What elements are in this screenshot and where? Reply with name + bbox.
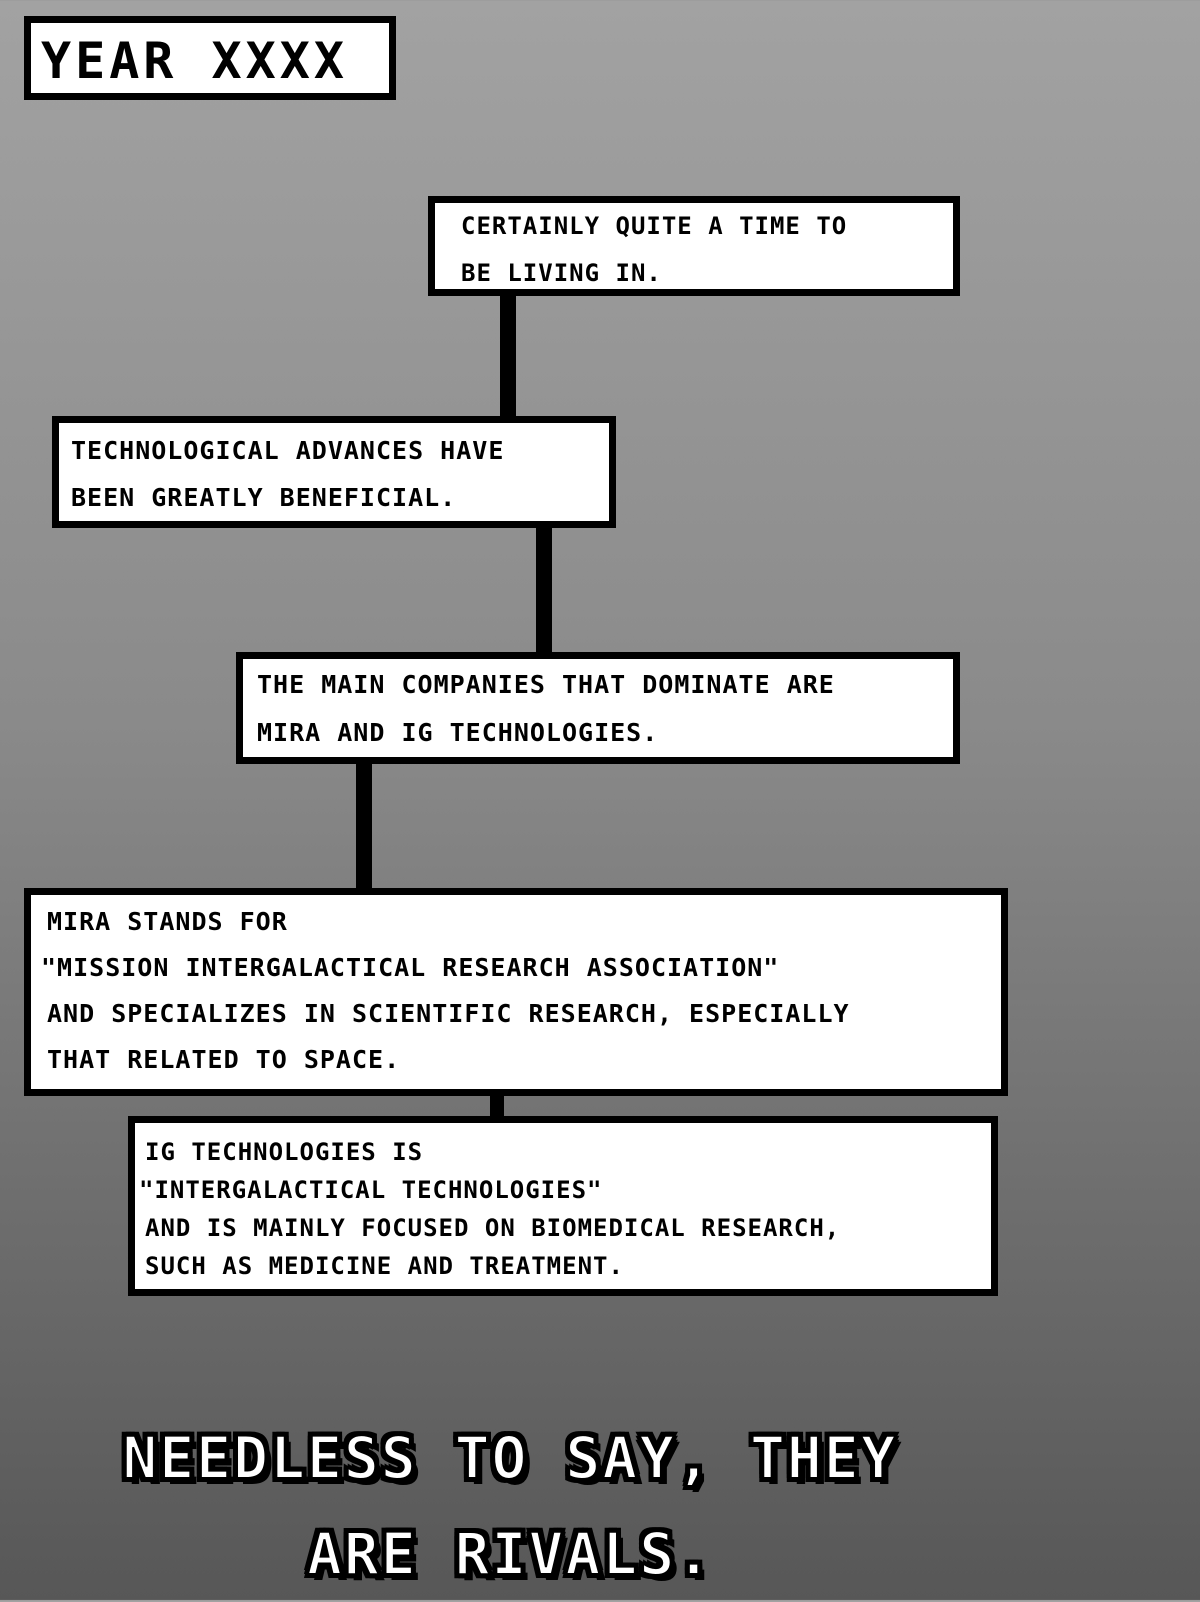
caption-line: ARE RIVALS. bbox=[306, 1519, 714, 1589]
narration-box-mira: MIRA STANDS FOR "MISSION INTERGALACTICAL… bbox=[24, 888, 1008, 1096]
closing-caption: NEEDLESS TO SAY, THEY ARE RIVALS. bbox=[80, 1410, 940, 1602]
narration-box-ig-technologies: IG TECHNOLOGIES IS "INTERGALACTICAL TECH… bbox=[128, 1116, 998, 1296]
narration-line: SUCH AS MEDICINE AND TREATMENT. bbox=[145, 1252, 624, 1280]
narration-line: THE MAIN COMPANIES THAT DOMINATE ARE bbox=[257, 670, 835, 699]
connector-line bbox=[536, 526, 552, 654]
connector-line bbox=[356, 762, 372, 890]
narration-line: THAT RELATED TO SPACE. bbox=[47, 1045, 401, 1074]
connector-line bbox=[500, 294, 516, 418]
narration-line: CERTAINLY QUITE A TIME TO bbox=[461, 212, 848, 240]
narration-line: "MISSION INTERGALACTICAL RESEARCH ASSOCI… bbox=[41, 953, 780, 982]
narration-line: TECHNOLOGICAL ADVANCES HAVE bbox=[71, 436, 505, 465]
narration-box-companies: THE MAIN COMPANIES THAT DOMINATE ARE MIR… bbox=[236, 652, 960, 764]
year-title-box: YEAR XXXX bbox=[24, 16, 396, 100]
connector-line bbox=[490, 1094, 504, 1118]
narration-line: AND IS MAINLY FOCUSED ON BIOMEDICAL RESE… bbox=[145, 1214, 841, 1242]
narration-line: BEEN GREATLY BENEFICIAL. bbox=[71, 483, 457, 512]
narration-line: MIRA AND IG TECHNOLOGIES. bbox=[257, 718, 659, 747]
narration-line: IG TECHNOLOGIES IS bbox=[145, 1138, 424, 1166]
narration-box-technology: TECHNOLOGICAL ADVANCES HAVE BEEN GREATLY… bbox=[52, 416, 616, 528]
narration-line: BE LIVING IN. bbox=[461, 259, 662, 287]
narration-line: "INTERGALACTICAL TECHNOLOGIES" bbox=[139, 1176, 603, 1204]
narration-line: MIRA STANDS FOR bbox=[47, 907, 288, 936]
caption-line: NEEDLESS TO SAY, THEY bbox=[121, 1423, 898, 1493]
year-title: YEAR XXXX bbox=[41, 32, 348, 90]
narration-box-time: CERTAINLY QUITE A TIME TO BE LIVING IN. bbox=[428, 196, 960, 296]
narration-line: AND SPECIALIZES IN SCIENTIFIC RESEARCH, … bbox=[47, 999, 850, 1028]
